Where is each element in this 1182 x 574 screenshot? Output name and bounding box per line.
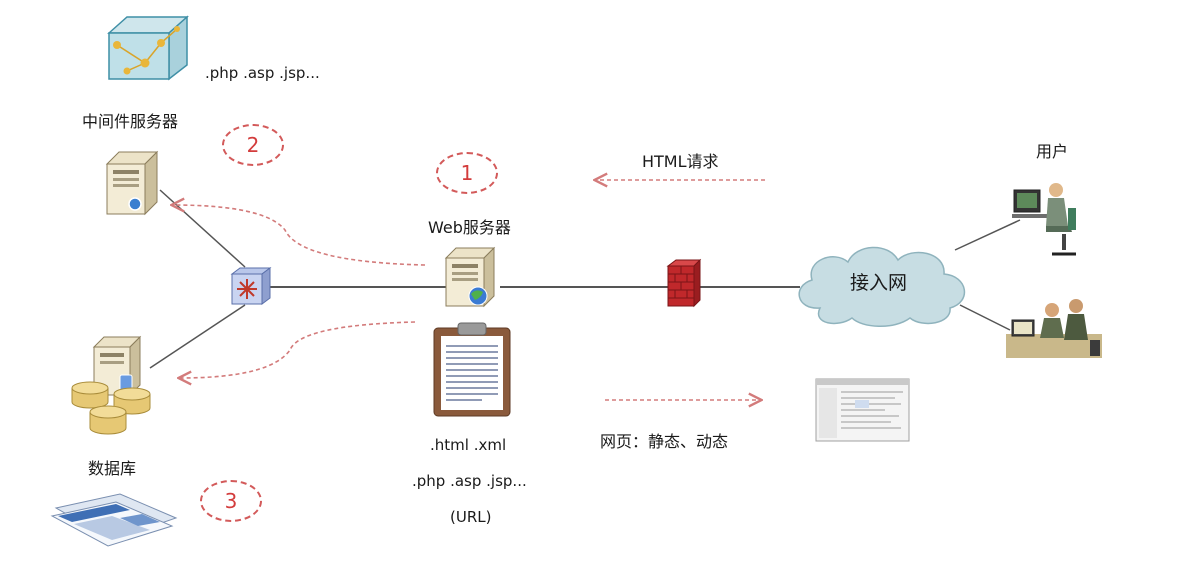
url-label: (URL) <box>450 508 492 526</box>
web-pages-icon <box>50 493 178 547</box>
middleware-cube-icon <box>107 15 189 81</box>
users-at-computer-icon <box>1006 299 1102 358</box>
line-switch-database <box>149 304 246 369</box>
database-label: 数据库 <box>88 459 137 478</box>
clipboard-document-icon <box>433 322 511 417</box>
users-label: 用户 <box>1036 142 1069 161</box>
middleware-server-icon <box>105 150 159 216</box>
firewall-icon <box>666 258 702 308</box>
access-network-label: 接入网 <box>850 272 908 294</box>
web-server-icon <box>444 246 496 308</box>
html-request-label: HTML请求 <box>642 152 719 171</box>
arrow-to-database <box>180 321 416 378</box>
arrow-to-middleware <box>173 205 426 266</box>
middleware-extensions-label: .php .asp .jsp... <box>205 64 320 82</box>
user-at-desk-icon <box>1012 183 1076 256</box>
database-cylinders-icon <box>71 381 151 435</box>
step-2-badge: 2 <box>222 124 284 166</box>
middleware-server-label: 中间件服务器 <box>82 112 179 131</box>
step-1-badge: 1 <box>436 152 498 194</box>
access-network-cloud-icon <box>798 246 966 327</box>
step-3-badge: 3 <box>200 480 262 522</box>
line-cloud-user1 <box>954 219 1021 251</box>
doc-extensions-line-1: .html .xml <box>430 436 507 454</box>
line-switch-middleware <box>159 189 246 268</box>
doc-extensions-line-2: .php .asp .jsp... <box>412 472 527 490</box>
page-types-label: 网页：静态、动态 <box>600 432 729 451</box>
line-cloud-user2 <box>959 304 1011 331</box>
network-switch-icon <box>230 267 272 305</box>
web-server-label: Web服务器 <box>428 218 511 237</box>
web-page-screenshot-icon <box>815 378 910 442</box>
